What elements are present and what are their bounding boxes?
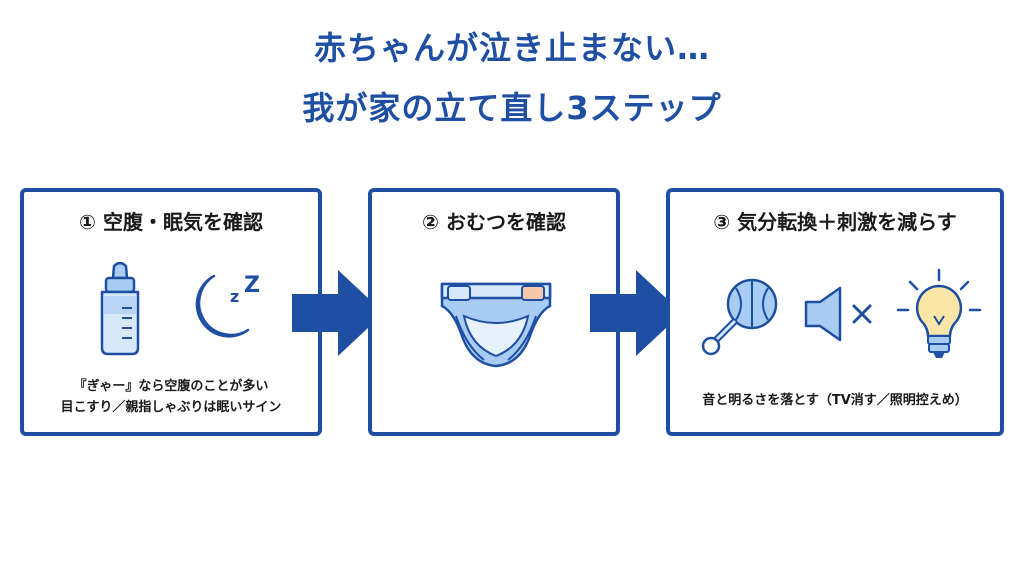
title-line-1: 赤ちゃんが泣き止まない… — [313, 29, 710, 67]
sleep-z-large: Z — [244, 273, 260, 298]
arrow-right-icon — [292, 270, 384, 356]
step-2-heading: ② おむつを確認 — [422, 210, 566, 234]
light-bulb-icon — [896, 268, 982, 358]
speaker-mute-icon — [804, 286, 872, 342]
sleep-z-small: z — [230, 287, 239, 306]
step-3-heading: ③ 気分転換＋刺激を減らす — [713, 210, 957, 234]
rattle-icon — [701, 278, 778, 356]
diaper-icon — [440, 282, 552, 368]
step-3-desc: 音と明るさを落とす（TV消す／照明控えめ） — [702, 393, 968, 408]
title-line-2: 我が家の立て直し3ステップ — [302, 89, 722, 127]
step-3-panel: ③ 気分転換＋刺激を減らす 音と明るさを落とす（TV消す／照明控えめ） — [666, 188, 1004, 436]
arrow-right-icon — [590, 270, 682, 356]
step-1-panel: ① 空腹・眠気を確認 z Z 『ぎゃー』なら空腹のことが多い 目こすり／親指しゃ… — [20, 188, 322, 436]
step-1-heading: ① 空腹・眠気を確認 — [79, 210, 263, 234]
baby-bottle-icon — [100, 262, 140, 356]
moon-sleep-icon: z Z — [195, 273, 260, 338]
step-1-desc-line-1: 『ぎゃー』なら空腹のことが多い — [73, 379, 269, 394]
step-1-desc-line-2: 目こすり／親指しゃぶりは眠いサイン — [60, 400, 282, 415]
step-2-panel: ② おむつを確認 — [368, 188, 620, 436]
